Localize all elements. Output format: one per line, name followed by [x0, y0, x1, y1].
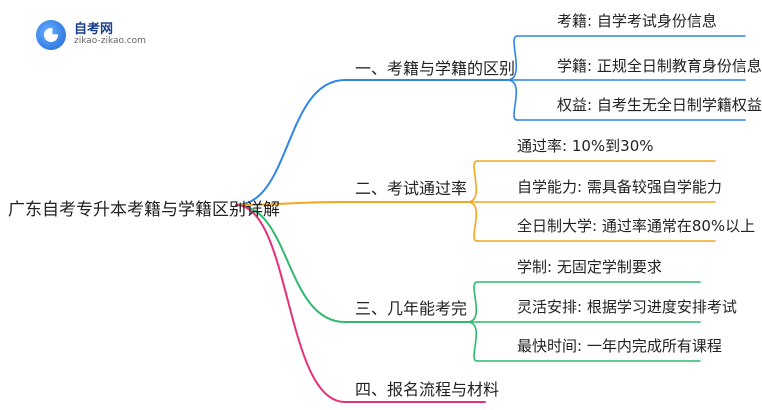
connector-line	[235, 204, 346, 403]
leaf-node: 学制: 无固定学制要求	[517, 258, 662, 276]
logo-name: 自考网	[74, 22, 114, 37]
leaf-node: 最快时间: 一年内完成所有课程	[517, 337, 722, 355]
branch-label: 一、考籍与学籍的区别	[355, 59, 516, 78]
connector-line	[235, 201, 346, 206]
connector-line	[466, 201, 478, 242]
root-topic: 广东自考专升本考籍与学籍区别详解	[8, 200, 280, 220]
connector-line	[235, 79, 346, 206]
logo-icon	[36, 20, 66, 50]
leaf-node: 通过率: 10%到30%	[517, 137, 654, 155]
leaf-node: 全日制大学: 通过率通常在80%以上	[517, 217, 756, 235]
leaf-node: 灵活安排: 根据学习进度安排考试	[517, 298, 737, 316]
connector-line	[506, 35, 518, 81]
connector-line	[506, 79, 518, 121]
leaf-node: 学籍: 正规全日制教育身份信息	[557, 57, 762, 75]
connector-line	[466, 281, 478, 323]
branch-label: 二、考试通过率	[355, 179, 468, 198]
site-logo: 自考网 zikao-zikao.com	[36, 14, 146, 54]
connector-line	[466, 321, 478, 362]
logo-url: zikao-zikao.com	[74, 36, 146, 46]
connector-line	[235, 204, 346, 323]
leaf-node: 权益: 自考生无全日制学籍权益	[557, 96, 762, 114]
branch-label: 三、几年能考完	[355, 299, 468, 318]
connector-line	[466, 160, 478, 203]
leaf-node: 考籍: 自学考试身份信息	[557, 12, 717, 30]
leaf-node: 自学能力: 需具备较强自学能力	[517, 178, 722, 196]
branch-label: 四、报名流程与材料	[355, 380, 500, 399]
